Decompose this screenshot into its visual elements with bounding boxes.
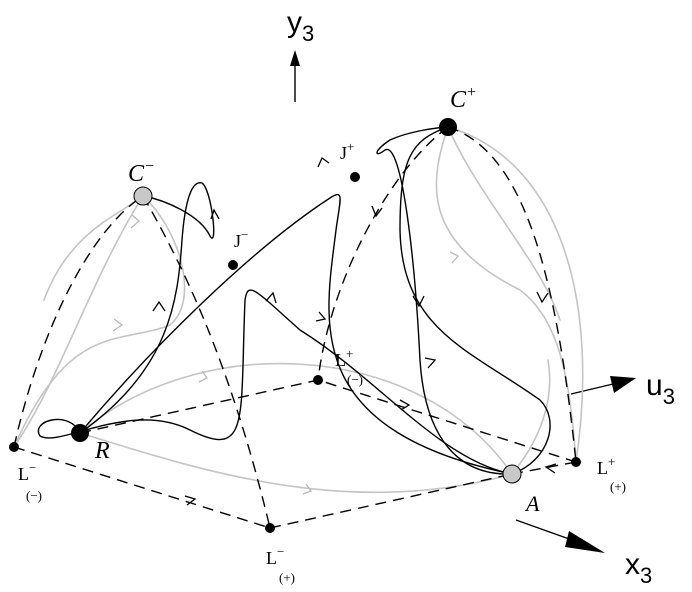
svg-text:R: R — [94, 438, 110, 464]
svg-text:C+: C+ — [450, 84, 477, 113]
solid-trajectories — [37, 126, 551, 475]
x3-axis-name: x — [625, 548, 640, 581]
svg-text:L+: L+ — [597, 454, 615, 478]
solid-arrowheads — [152, 157, 437, 369]
svg-text:J−: J− — [234, 227, 248, 251]
node-a: A — [502, 464, 540, 516]
grey-trajectories — [13, 126, 584, 494]
u3-axis-subscript: 3 — [663, 384, 675, 409]
svg-text:A: A — [524, 491, 540, 516]
svg-text:C−: C− — [128, 158, 155, 187]
svg-text:J+: J+ — [340, 139, 354, 163]
node-l-plus-right: L+ (+) — [571, 454, 626, 494]
y3-axis: y3 — [287, 6, 314, 102]
svg-text:(+): (+) — [279, 570, 295, 585]
svg-text:L+: L+ — [335, 346, 353, 370]
x3-axis: x3 — [515, 519, 652, 588]
svg-text:L−: L− — [266, 544, 284, 568]
node-l-minus-bottom: L− (+) — [265, 523, 295, 585]
node-r: R — [71, 424, 110, 464]
svg-text:(−): (−) — [26, 488, 42, 503]
u3-axis: u3 — [570, 369, 675, 409]
node-l-minus-left: L− (−) — [9, 442, 42, 503]
svg-text:x3: x3 — [625, 548, 652, 588]
grey-arrowheads — [112, 214, 460, 495]
dashed-arrowheads — [184, 205, 557, 506]
y3-axis-name: y — [287, 6, 302, 39]
svg-text:(−): (−) — [347, 372, 363, 387]
x3-axis-subscript: 3 — [640, 563, 652, 588]
svg-text:y3: y3 — [287, 6, 314, 46]
y3-axis-subscript: 3 — [302, 21, 314, 46]
svg-text:L−: L− — [18, 460, 36, 484]
node-l-plus-back: L+ (−) — [313, 346, 363, 387]
dashed-separatrices — [13, 126, 577, 529]
node-c-minus: C− — [128, 158, 155, 206]
node-j-minus: J− — [228, 227, 248, 270]
svg-text:u3: u3 — [646, 369, 675, 409]
svg-text:(+): (+) — [610, 479, 626, 494]
node-c-plus: C+ — [439, 84, 477, 136]
u3-axis-name: u — [646, 369, 663, 402]
node-j-plus: J+ — [340, 139, 360, 182]
